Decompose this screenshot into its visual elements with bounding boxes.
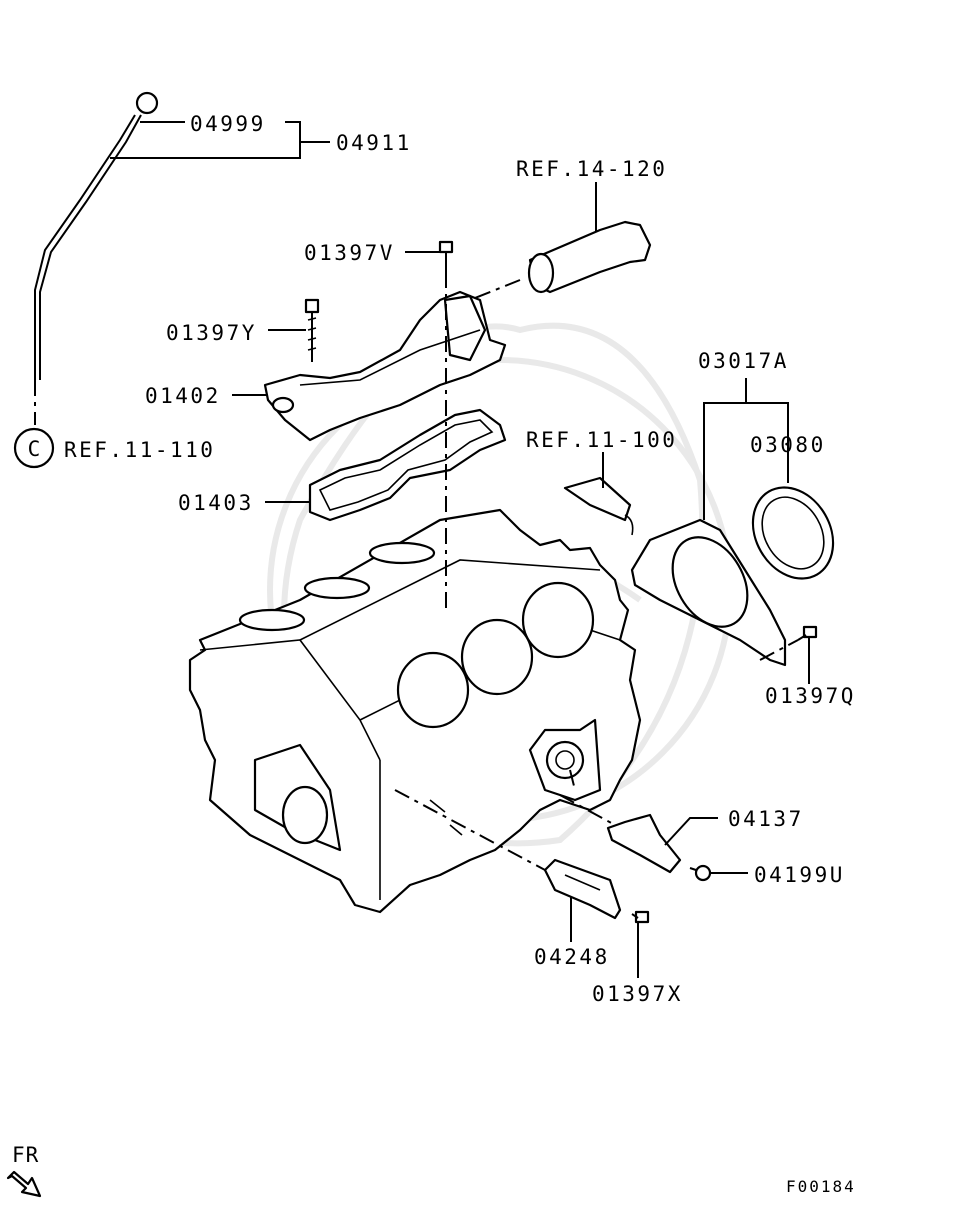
bolt-01397v: [438, 240, 454, 272]
front-label: FR: [12, 1143, 39, 1167]
label-01397v: 01397V: [304, 241, 395, 265]
bolt-01397y: [304, 298, 320, 362]
rear-oil-seal-case: [630, 518, 787, 667]
assembly-lines: [34, 272, 799, 871]
engine-block: [188, 508, 642, 914]
bolt-01397q: [797, 625, 818, 641]
arrow-down-right-icon: [6, 1170, 42, 1198]
label-ref-14-120: REF.14-120: [516, 157, 667, 181]
bracket-04248: [543, 858, 622, 920]
label-04911: 04911: [336, 131, 412, 155]
circle-ref-letter: C: [28, 437, 41, 461]
bracket-04137: [606, 813, 682, 874]
label-01397y: 01397Y: [166, 321, 257, 345]
figure-code: F00184: [786, 1177, 856, 1196]
circle-reference-c: C: [13, 427, 55, 469]
valley-cover-gasket: [308, 408, 507, 522]
label-03080: 03080: [750, 433, 826, 457]
label-04199u: 04199U: [754, 863, 845, 887]
label-04999: 04999: [190, 112, 266, 136]
leader-lines: [110, 121, 810, 978]
oil-seal: [751, 486, 835, 580]
label-01403: 01403: [178, 491, 254, 515]
oil-level-gauge: [34, 91, 159, 380]
label-01402: 01402: [145, 384, 221, 408]
label-04137: 04137: [728, 807, 804, 831]
label-03017a: 03017A: [698, 349, 789, 373]
label-ref-11-100: REF.11-100: [526, 428, 677, 452]
bolt-01397x: [631, 910, 650, 924]
label-01397x: 01397X: [592, 982, 683, 1006]
water-pipe: [527, 220, 652, 294]
knock-sensor: [563, 476, 634, 536]
front-direction-indicator: FR: [6, 1143, 42, 1198]
label-01397q: 01397Q: [765, 684, 856, 708]
label-ref-11-110: REF.11-110: [64, 438, 215, 462]
label-04248: 04248: [534, 945, 610, 969]
bolt-04199u: [689, 864, 712, 882]
